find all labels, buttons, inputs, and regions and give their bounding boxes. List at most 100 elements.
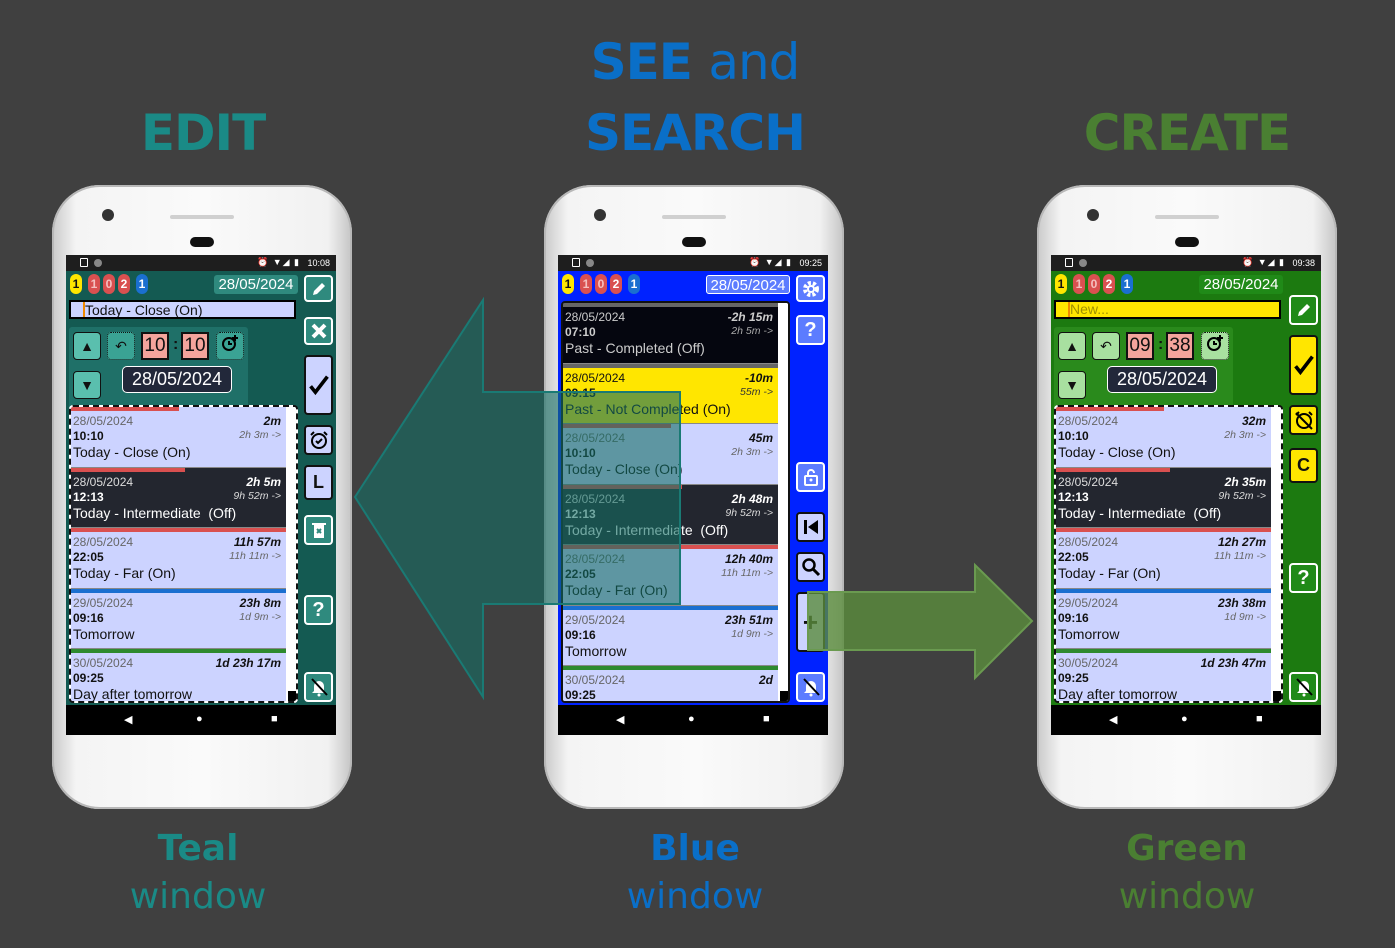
count-badge[interactable]: 2	[118, 274, 130, 294]
increment-button[interactable]: ▲	[73, 332, 101, 360]
pencil-button[interactable]	[304, 275, 333, 302]
check-button[interactable]	[304, 355, 333, 415]
pencil-button[interactable]	[1289, 295, 1318, 325]
count-badge[interactable]: 1	[628, 274, 640, 294]
lock-open-button[interactable]	[796, 462, 825, 492]
back-button[interactable]: ◀	[1109, 714, 1118, 726]
count-badge[interactable]: 0	[595, 274, 607, 294]
count-badge[interactable]: 1	[70, 274, 82, 294]
plus-button[interactable]: +	[796, 592, 825, 652]
count-badge[interactable]: 1	[562, 274, 574, 294]
recents-button[interactable]: ■	[1256, 713, 1263, 725]
count-badge[interactable]: 1	[580, 274, 592, 294]
count-badge[interactable]: 1	[1073, 274, 1085, 294]
status-icons: ⏰ ▼◢ ▮	[1242, 257, 1285, 267]
scrollbar-thumb[interactable]	[780, 691, 788, 701]
undo-button[interactable]: ↶	[1092, 332, 1120, 360]
status-time: 09:38	[1292, 258, 1315, 268]
letter-button[interactable]: C	[1289, 448, 1318, 483]
skip-back-button[interactable]	[796, 512, 825, 542]
speaker-grille	[170, 215, 234, 219]
title-input[interactable]	[1054, 300, 1281, 319]
help-button[interactable]: ?	[304, 595, 333, 625]
alarm-off-button[interactable]	[1289, 405, 1318, 435]
scrollbar-thumb[interactable]	[1273, 691, 1281, 701]
header-date[interactable]: 28/05/2024	[706, 275, 790, 294]
row-time-remaining: 1d 23h 17m	[215, 656, 281, 670]
title-input[interactable]	[69, 300, 296, 319]
close-button[interactable]	[304, 317, 333, 345]
home-button[interactable]: ●	[688, 713, 695, 725]
add-alarm-button[interactable]	[216, 332, 244, 360]
back-button[interactable]: ◀	[124, 714, 133, 726]
count-badge[interactable]: 1	[1055, 274, 1067, 294]
count-badge[interactable]: 1	[88, 274, 100, 294]
date-field[interactable]: 28/05/2024	[1107, 366, 1217, 393]
home-button[interactable]: ●	[196, 713, 203, 725]
bell-off-button[interactable]	[796, 672, 825, 702]
letter-button[interactable]: L	[304, 465, 333, 500]
trash-button[interactable]	[304, 515, 333, 545]
row-interval: 2h 5m ->	[731, 325, 773, 337]
scrollbar-thumb[interactable]	[288, 691, 296, 701]
list-scrollbar[interactable]	[1271, 407, 1281, 701]
header-date[interactable]: 28/05/2024	[1199, 275, 1283, 294]
row-time: 22:05	[1058, 550, 1089, 564]
bell-off-button[interactable]	[1289, 672, 1318, 702]
date-field[interactable]: 28/05/2024	[122, 366, 232, 393]
count-badge[interactable]: 2	[610, 274, 622, 294]
minute-field[interactable]: 10	[181, 332, 209, 360]
count-badge[interactable]: 1	[136, 274, 148, 294]
alarm-check-button[interactable]	[304, 425, 333, 455]
count-badge[interactable]: 1	[1121, 274, 1133, 294]
row-time-remaining: 23h 8m	[239, 595, 281, 610]
decrement-button[interactable]: ▼	[73, 371, 101, 399]
row-title: Tomorrow	[1058, 625, 1120, 642]
minute-field[interactable]: 38	[1166, 332, 1194, 360]
home-button[interactable]: ●	[1181, 713, 1188, 725]
count-badge[interactable]: 2	[1103, 274, 1115, 294]
increment-button[interactable]: ▲	[1058, 332, 1086, 360]
row-date: 28/05/2024	[73, 474, 134, 489]
count-badge[interactable]: 0	[103, 274, 115, 294]
undo-button[interactable]: ↶	[107, 332, 135, 360]
help-button[interactable]: ?	[1289, 563, 1318, 593]
help-button[interactable]: ?	[796, 315, 825, 345]
recents-button[interactable]: ■	[271, 713, 278, 725]
list-scrollbar[interactable]	[286, 407, 296, 701]
list-scrollbar[interactable]	[778, 303, 788, 701]
hour-field[interactable]: 09	[1126, 332, 1154, 360]
caption-green-light: window	[1118, 876, 1256, 917]
add-alarm-button[interactable]	[1201, 332, 1229, 360]
bell-off-button[interactable]	[304, 672, 333, 702]
count-badge[interactable]: 0	[1088, 274, 1100, 294]
hour-field[interactable]: 10	[141, 332, 169, 360]
gear-button[interactable]	[796, 275, 825, 302]
row-date: 30/05/2024	[565, 673, 626, 687]
decrement-button[interactable]: ▼	[1058, 371, 1086, 399]
search-button[interactable]	[796, 552, 825, 582]
row-date: 30/05/2024	[1058, 656, 1119, 670]
header-date[interactable]: 28/05/2024	[214, 275, 298, 294]
caption-green-bold: Green	[1126, 828, 1248, 869]
recents-button[interactable]: ■	[763, 713, 770, 725]
check-button[interactable]	[1289, 335, 1318, 395]
back-button[interactable]: ◀	[616, 714, 625, 726]
